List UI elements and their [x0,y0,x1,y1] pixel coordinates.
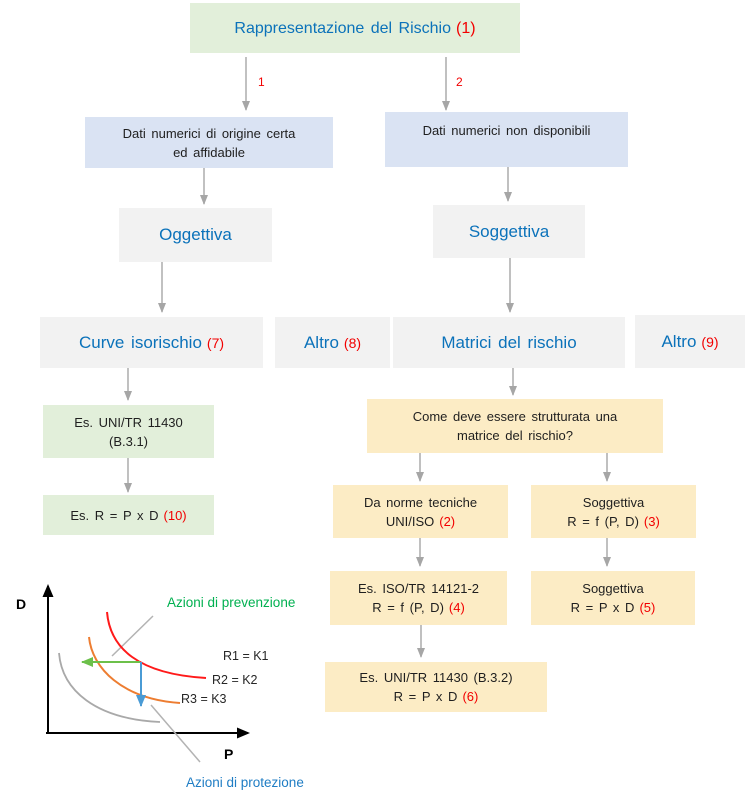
prevention-annotation: Azioni di prevenzione [167,595,295,610]
node-line1: Dati numerici di origine certa [122,125,296,141]
node-line2: R = f (P, D)(3) [567,512,660,531]
node-number: (6) [462,689,479,704]
node-line2: matrice del rischio? [457,428,573,443]
node-line: Curve isorischio(7) [79,332,224,354]
isorisk-curve-r3 [58,652,161,723]
node-line2: (B.3.1) [108,433,148,449]
curve-label-r3: R3 = K3 [181,692,227,706]
node-label: Rappresentazione del Rischio [234,19,451,37]
node-oggettiva: Oggettiva [119,208,272,262]
protection-annotation: Azioni di protezione [186,775,304,790]
node-label: Es. R = P x D [70,507,159,523]
node-line: Oggettiva [159,224,232,246]
node-line: Matrici del rischio [441,332,576,354]
node-line1: Soggettiva [582,494,645,510]
node-line2: ed affidabile [173,144,245,160]
node-label: Matrici del rischio [441,332,577,352]
node-curve-isorischio: Curve isorischio(7) [40,317,263,368]
node-number: (7) [206,334,225,351]
node-line: Es. R = P x D(10) [70,506,186,525]
flow-connectors [124,57,611,658]
node-line1: Da norme tecniche [363,494,478,510]
node-number: (5) [639,600,656,615]
node-soggettiva-pxd: Soggettiva R = P x D (5) [531,571,695,625]
edge-label-1: 1 [258,75,265,89]
node-line: Altro(9) [661,331,718,353]
node-number: (4) [448,600,465,615]
isorisk-curve-r2 [88,636,181,704]
node-es-iso-tr-14121: Es. ISO/TR 14121-2 R = f (P, D) (4) [330,571,507,625]
node-line1: Dati numerici non disponibili [422,123,591,138]
node-line2: UNI/ISO(2) [386,512,455,531]
node-number: (1) [456,19,476,37]
node-number: (10) [163,507,187,523]
node-dati-numerici-non-disponibili: Dati numerici non disponibili [385,112,628,167]
y-axis-label: D [16,596,26,612]
node-es-r-pxd: Es. R = P x D(10) [43,495,214,535]
node-label: UNI/ISO [385,513,435,529]
isorisk-chart: D P R1 = K1 R2 = K2 R3 = K3 Azioni di pr… [16,584,304,790]
node-uni-tr-11430-b31: Es. UNI/TR 11430 (B.3.1) [43,405,214,458]
node-line: Rappresentazione del Rischio (1) [234,19,475,38]
node-number: (9) [701,333,719,350]
node-label: R = f (P, D) [372,600,444,615]
node-line1: Es. ISO/TR 14121-2 [357,581,480,596]
node-uni-tr-11430-b32: Es. UNI/TR 11430 (B.3.2) R = P x D (6) [325,662,547,712]
node-altro-oggettiva: Altro(8) [275,317,390,368]
node-line: Altro(8) [304,332,361,354]
node-label: Curve isorischio [78,332,202,352]
node-soggettiva: Soggettiva [433,205,585,258]
node-soggettiva-f: Soggettiva R = f (P, D)(3) [531,485,696,538]
node-label: R = f (P, D) [567,513,639,529]
node-altro-soggettiva: Altro(9) [635,315,745,368]
node-line2: R = P x D (6) [394,687,479,706]
node-come-deve-essere: Come deve essere strutturata una matrice… [367,399,663,453]
node-line: Soggettiva [469,221,549,243]
node-line1: Es. UNI/TR 11430 [74,414,183,430]
node-line2: R = P x D (5) [571,598,656,617]
node-matrici-del-rischio: Matrici del rischio [393,317,625,368]
node-dati-numerici-certa: Dati numerici di origine certa ed affida… [85,117,333,168]
node-da-norme-tecniche: Da norme tecniche UNI/ISO(2) [333,485,508,538]
node-number: (2) [439,513,456,529]
node-number: (8) [343,334,362,351]
node-label: Altro [661,331,697,351]
node-label: Altro [303,332,339,352]
node-label: R = P x D [570,600,635,615]
curve-label-r2: R2 = K2 [212,673,258,687]
edge-label-2: 2 [456,75,463,89]
protection-leader-line [150,704,201,763]
prevention-leader-line [111,615,154,657]
node-label: R = P x D [393,689,458,704]
node-line1: Come deve essere strutturata una [412,409,618,424]
x-axis-label: P [224,746,233,762]
node-number: (3) [643,513,660,529]
node-line2: R = f (P, D) (4) [372,598,465,617]
isorisk-curve-r1 [106,611,207,679]
node-rappresentazione-del-rischio: Rappresentazione del Rischio (1) [190,3,520,53]
node-line1: Es. UNI/TR 11430 (B.3.2) [359,670,513,685]
node-label: Soggettiva [468,221,550,241]
curve-label-r1: R1 = K1 [223,649,269,663]
node-line1: Soggettiva [582,581,644,596]
node-label: Oggettiva [159,225,232,244]
